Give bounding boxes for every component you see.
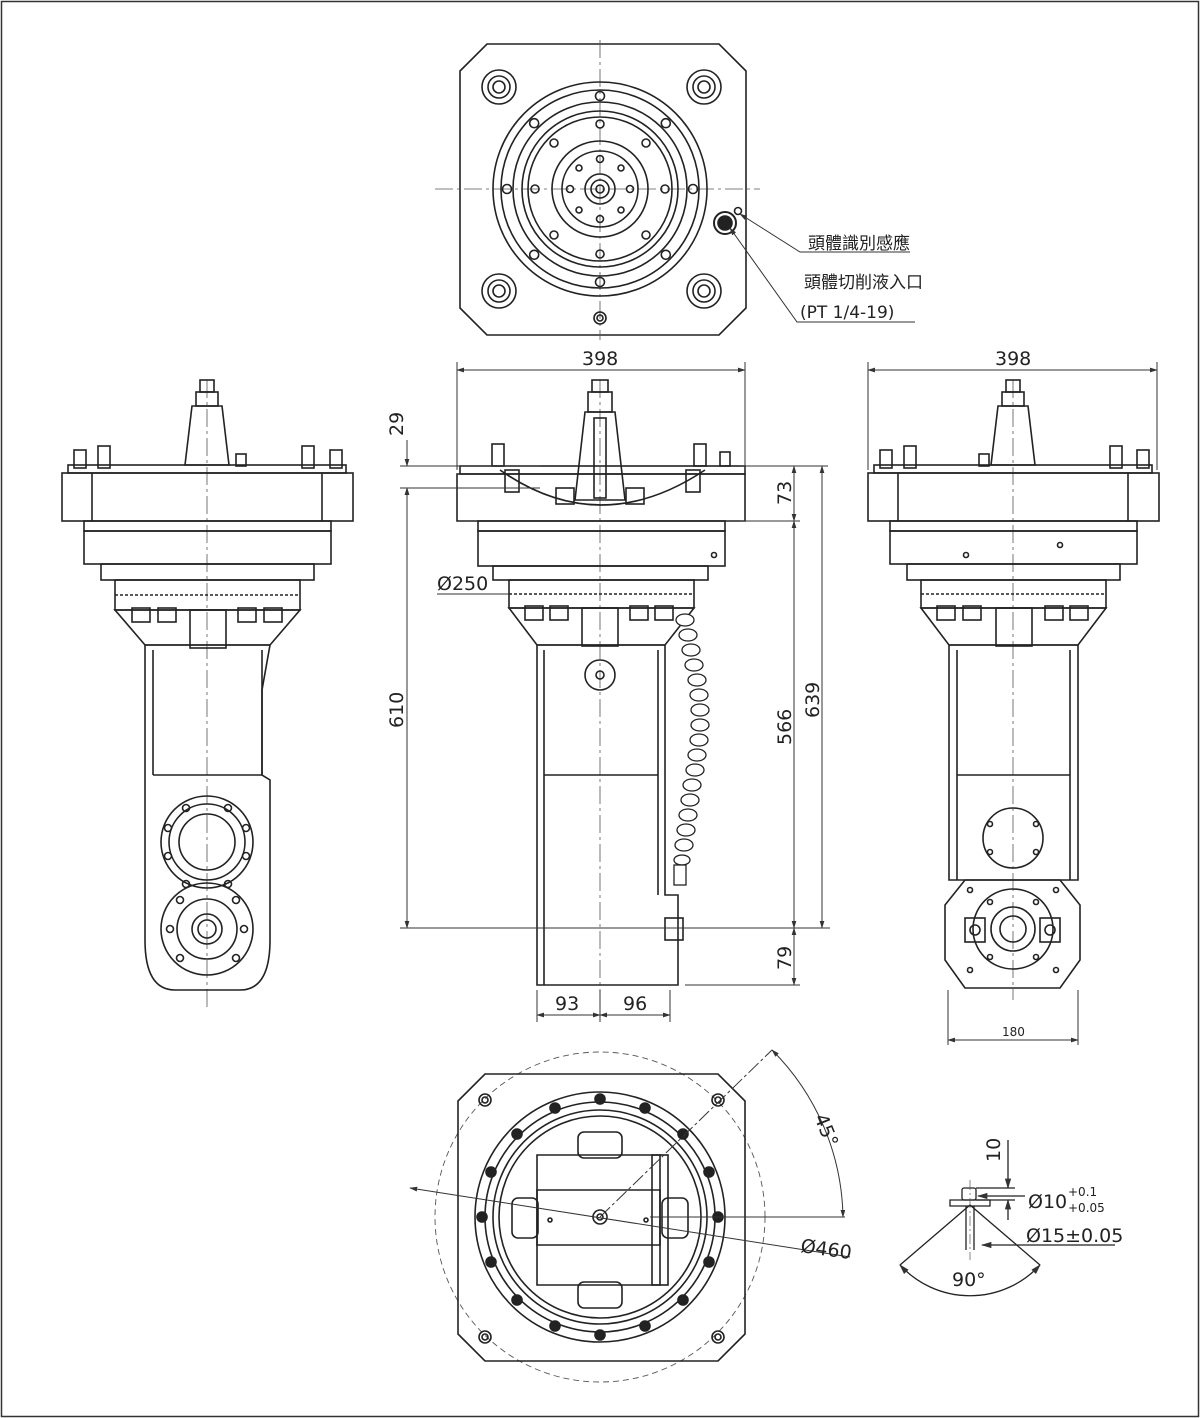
dim-diameter-10: Ø10 [1028,1191,1067,1213]
pin-detail [899,1140,1115,1297]
tol-upper: +0.1 [1068,1185,1097,1199]
dim-73: 73 [774,481,796,505]
tol-lower: +0.05 [1068,1201,1105,1215]
dim-29: 29 [386,412,408,436]
dim-610: 610 [386,692,408,728]
dimension-lines [400,362,1158,1045]
sensor-label: 頭體識別感應 [808,233,910,254]
coolant-label: 頭體切削液入口 [804,273,923,293]
angle-45-label: 45° [809,1111,842,1150]
left-side-view [61,379,354,1010]
dim-diameter-15: Ø15±0.05 [1026,1225,1123,1247]
dim-398-right: 398 [995,348,1031,370]
dim-diameter-250: Ø250 [437,573,488,595]
dim-10: 10 [983,1138,1005,1162]
top-view [435,40,760,340]
top-view-leaders [729,213,915,323]
dim-96: 96 [623,993,647,1015]
diameter-460-label: Ø460 [799,1235,853,1264]
angle-90-label: 90° [952,1269,986,1291]
coolant-hose [673,613,710,886]
bottom-view-dims [409,1049,851,1258]
dim-79: 79 [774,946,796,970]
dim-398-center: 398 [582,348,618,370]
dim-639: 639 [802,682,824,718]
thread-label: (PT 1/4-19) [800,303,894,323]
dim-566: 566 [774,709,796,745]
right-side-view [867,379,1160,1000]
dim-93: 93 [555,993,579,1015]
dim-180: 180 [1002,1025,1025,1039]
